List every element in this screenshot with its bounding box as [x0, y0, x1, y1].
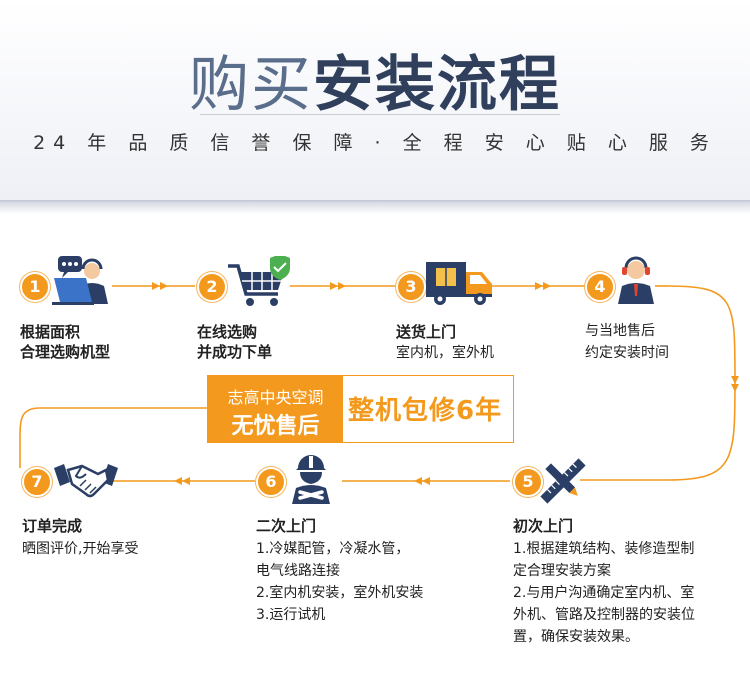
- arrow-2: [330, 282, 338, 290]
- title-light: 购买: [189, 50, 313, 120]
- arrow-downb: [731, 384, 739, 392]
- step-5-title: 初次上门: [513, 517, 574, 535]
- arrow-5b: [414, 477, 422, 485]
- step-2-number: 2: [197, 272, 227, 302]
- title-bold: 安装流程: [313, 50, 561, 120]
- arrow-down: [731, 376, 739, 384]
- header-band: [0, 0, 750, 202]
- banner-aftersales: 无忧售后: [231, 414, 320, 439]
- arrow-3b: [543, 282, 551, 290]
- step-6-number: 6: [256, 467, 286, 497]
- shopping-cart-icon: [228, 256, 290, 306]
- step-5-line-1: 1.根据建筑结构、装修造型制: [513, 541, 695, 557]
- support-agent-icon: [618, 256, 654, 304]
- ruler-pencil-icon: [540, 458, 586, 504]
- step-7-text: 晒图评价,开始享受: [22, 538, 138, 560]
- step-7-line-1: 晒图评价,开始享受: [22, 541, 139, 557]
- delivery-truck-icon: [426, 262, 492, 305]
- arrow-1: [152, 282, 160, 290]
- banner-brand: 志高中央空调: [227, 388, 324, 407]
- step-5-text: 1.根据建筑结构、装修造型制 定合理安装方案 2.与用户沟通确定室内机、室 外机…: [513, 538, 695, 648]
- step-1-line-1: 根据面积: [20, 323, 81, 341]
- step-2-label: 在线选购 并成功下单: [197, 322, 272, 362]
- handshake-icon: [54, 464, 118, 498]
- page-subtitle: 24 年 品 质 信 誉 保 障 · 全 程 安 心 贴 心 服 务: [33, 132, 717, 154]
- step-6-line-2: 电气线路连接: [256, 563, 340, 579]
- step-3-title: 送货上门: [396, 323, 457, 341]
- banner-brand-block: 志高中央空调 无忧售后: [208, 376, 343, 442]
- step-3-text: 室内机，室外机: [396, 342, 494, 364]
- step-3-number: 3: [396, 272, 426, 302]
- step-6-text: 1.冷媒配管，冷凝水管， 电气线路连接 2.室内机安装，室外机安装 3.运行试机: [256, 538, 423, 626]
- step-6-line-1: 1.冷媒配管，冷凝水管，: [256, 541, 410, 557]
- step-5-number: 5: [513, 467, 543, 497]
- page-title: 购买安装流程: [0, 36, 750, 123]
- step-2-line-2: 并成功下单: [197, 343, 273, 361]
- header-shadow: [0, 200, 750, 214]
- step-1-line-2: 合理选购机型: [20, 343, 111, 361]
- arrow-5: [422, 477, 430, 485]
- step-6-line-3: 2.室内机安装，室外机安装: [256, 585, 424, 601]
- step-4-number: 4: [585, 272, 615, 302]
- installer-worker-icon: [292, 455, 330, 504]
- step-5-line-4: 外机、管路及控制器的安装位: [513, 607, 695, 623]
- step-1-number: 1: [20, 272, 50, 302]
- arrow-6b: [174, 477, 182, 485]
- step-6-line-4: 3.运行试机: [256, 607, 326, 623]
- step-4-line-1: 与当地售后: [585, 323, 655, 339]
- arrow-3: [535, 282, 543, 290]
- arrow-6: [182, 477, 190, 485]
- arrow-1b: [160, 282, 168, 290]
- warranty-banner: 志高中央空调 无忧售后 整机包修6年: [207, 375, 514, 443]
- step-4-line-2: 约定安装时间: [585, 345, 669, 361]
- customer-service-computer-icon: [52, 256, 108, 305]
- banner-slogan: 整机包修6年: [348, 396, 503, 426]
- title-divider: [200, 114, 560, 115]
- step-6-title: 二次上门: [256, 517, 317, 535]
- step-3-line-1: 室内机，室外机: [396, 345, 494, 361]
- arrow-2b: [338, 282, 346, 290]
- step-7-title: 订单完成: [22, 517, 83, 535]
- step-5-line-2: 定合理安装方案: [513, 563, 611, 579]
- connector-4-5-curve: [667, 285, 736, 481]
- step-5-line-5: 置，确保安装效果。: [513, 629, 639, 645]
- step-5-line-3: 2.与用户沟通确定室内机、室: [513, 585, 695, 601]
- step-1-label: 根据面积 合理选购机型: [20, 322, 110, 362]
- step-2-line-1: 在线选购: [197, 323, 258, 341]
- step-7-number: 7: [22, 467, 52, 497]
- step-4-text: 与当地售后 约定安装时间: [585, 320, 669, 364]
- connector-banner-7: [19, 407, 207, 468]
